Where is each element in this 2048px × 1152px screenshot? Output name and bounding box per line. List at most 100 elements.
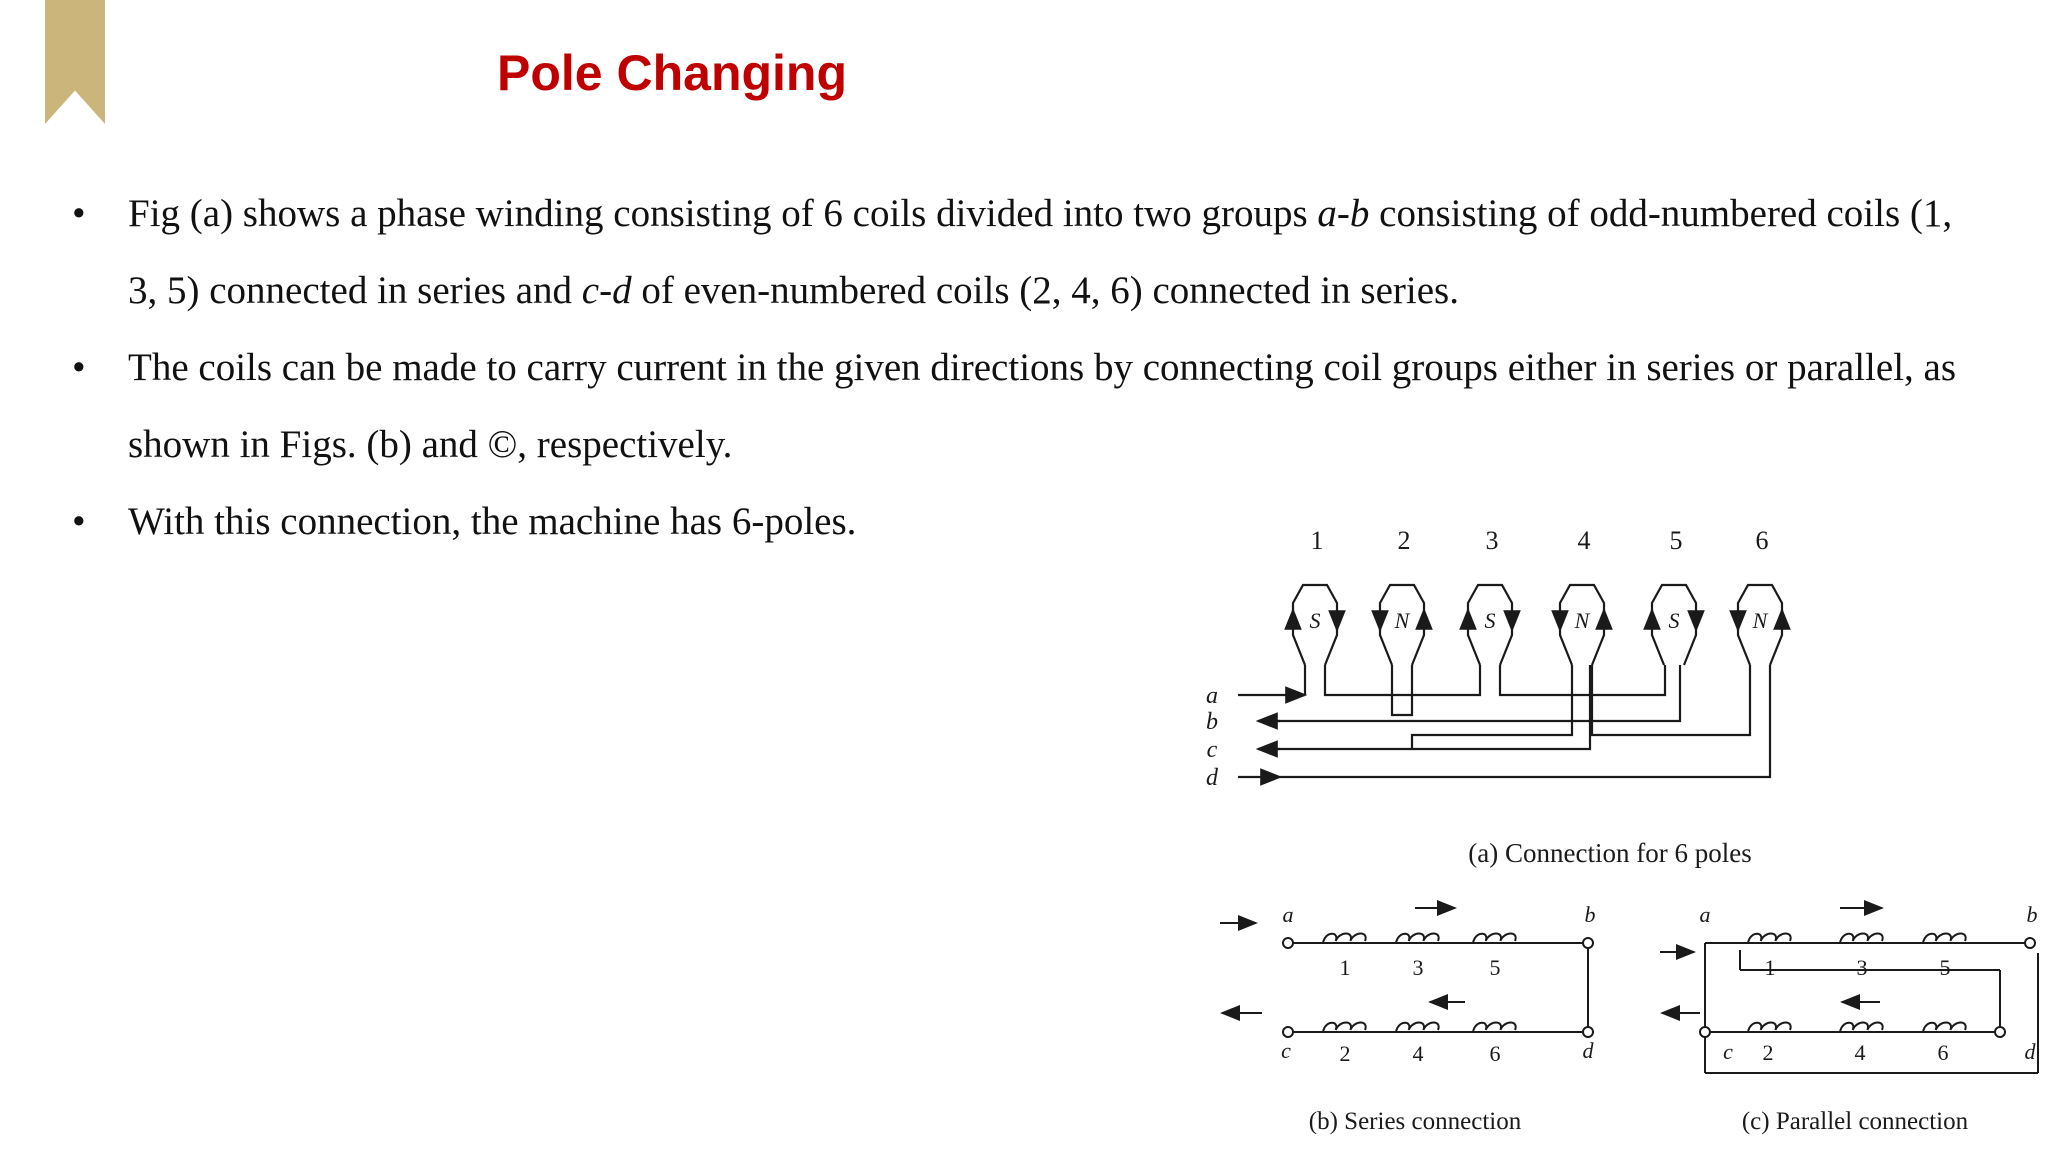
bullet-item: • The coils can be made to carry current… (70, 329, 1970, 483)
link-2 (1390, 665, 1414, 717)
terminal-label: d (1583, 1038, 1595, 1063)
bus-d (1280, 665, 1772, 779)
bullet-item: • Fig (a) shows a phase winding consisti… (70, 175, 1970, 329)
terminal-node (1282, 1026, 1294, 1038)
coil-number-label: 4 (1413, 1041, 1424, 1066)
terminal-label: d (2025, 1039, 2037, 1064)
coil-number-label: 6 (1490, 1041, 1501, 1066)
coil-number-label: 1 (1340, 955, 1351, 980)
coil-icon (1747, 1021, 1792, 1033)
coil-number-label: 6 (1756, 526, 1769, 555)
italic-term: c-d (581, 269, 632, 312)
bookmark-ribbon-icon (45, 0, 105, 124)
text-run: With this connection, the machine has 6-… (128, 500, 857, 543)
text-run: The coils can be made to carry current i… (128, 346, 1957, 466)
terminal-node (1994, 1026, 2006, 1038)
coil-number-label: 5 (1670, 526, 1683, 555)
pole-label: N (1752, 608, 1769, 633)
terminal-label: a (1206, 683, 1218, 709)
bullet-item: • With this connection, the machine has … (70, 483, 1970, 560)
coil-winding (1839, 932, 1884, 944)
terminal-label: c (1723, 1039, 1733, 1064)
bullet-text: With this connection, the machine has 6-… (128, 500, 856, 543)
coil-winding (1922, 932, 1967, 944)
slide-title: Pole Changing (497, 45, 847, 101)
coil-icon (1322, 932, 1367, 944)
coil-winding (1747, 1021, 1792, 1033)
coil-winding (1322, 1021, 1367, 1033)
pole-label: N (1394, 608, 1411, 633)
link-2-4 (1410, 665, 1574, 749)
coil-winding (1472, 932, 1517, 944)
bullet-text: Fig (a) shows a phase winding consisting… (128, 192, 1952, 312)
bullet-dot-icon: • (72, 346, 86, 389)
coil-number-label: 3 (1486, 526, 1499, 555)
terminal-label: a (1700, 902, 1711, 927)
coil-number-label: 6 (1938, 1040, 1949, 1065)
italic-term: a-b (1317, 192, 1370, 235)
coil-icon (1922, 1021, 1967, 1033)
bus-c (1260, 665, 1592, 751)
terminal-label: d (1206, 765, 1219, 791)
coil-number-label: 4 (1578, 526, 1591, 555)
coil-winding (1839, 1021, 1884, 1033)
text-run: consisting of odd-numbered coils (1, 3, … (128, 192, 1953, 312)
terminal-node (1699, 1026, 1711, 1038)
terminal-node (2024, 937, 2036, 949)
coil-number-label: 1 (1311, 526, 1324, 555)
coil-winding (1395, 1021, 1440, 1033)
coil-icon (1472, 1021, 1517, 1033)
caption-b: (b) Series connection (1309, 1108, 1522, 1135)
coil-icon (1395, 932, 1440, 944)
pole-label: N (1574, 608, 1591, 633)
coil-number-label: 3 (1413, 955, 1424, 980)
link-1-3 (1323, 665, 1482, 697)
coil-number-label: 2 (1398, 526, 1411, 555)
terminal-label: b (1585, 902, 1596, 927)
caption-a: (a) Connection for 6 poles (1468, 838, 1751, 868)
bullet-list: • Fig (a) shows a phase winding consisti… (70, 175, 1970, 560)
coil-winding (1747, 932, 1792, 944)
coil-winding (1395, 932, 1440, 944)
coil-winding (1472, 1021, 1517, 1033)
coil-winding (1922, 1021, 1967, 1033)
terminal-node (1582, 937, 1594, 949)
text-run: of even-numbered coils (2, 4, 6) connect… (631, 269, 1459, 312)
pole-label: S (1310, 608, 1321, 633)
terminal-label: c (1281, 1038, 1291, 1063)
link-4-6 (1590, 665, 1752, 737)
coil-number-label: 5 (1490, 955, 1501, 980)
terminal-label: c (1207, 737, 1218, 763)
coil-number-label: 2 (1340, 1041, 1351, 1066)
pole-label: S (1669, 608, 1680, 633)
bus-b (1260, 665, 1682, 723)
coil-number-label: 1 (1765, 955, 1776, 980)
link-3-5 (1498, 665, 1667, 697)
caption-c: (c) Parallel connection (1742, 1108, 1969, 1135)
coil-number-label: 3 (1857, 955, 1868, 980)
bullet-dot-icon: • (72, 500, 86, 543)
coil-number-label: 2 (1763, 1040, 1774, 1065)
pole-label: S (1485, 608, 1496, 633)
terminal-node (1582, 1026, 1594, 1038)
coil-icon (1839, 1021, 1884, 1033)
bullet-dot-icon: • (72, 192, 86, 235)
terminal-label: b (1206, 709, 1218, 735)
coil-winding (1322, 932, 1367, 944)
coil-icon (1747, 932, 1792, 944)
coil-number-label: 4 (1855, 1040, 1866, 1065)
terminal-label: a (1283, 902, 1294, 927)
fig-b-series-connection: a b c d 1 2 3 4 5 6 (b) Series connection (1220, 900, 1596, 1135)
coil-icon (1322, 1021, 1367, 1033)
text-run: Fig (a) shows a phase winding consisting… (128, 192, 1318, 235)
terminal-node (1282, 937, 1294, 949)
coil-icon (1839, 932, 1884, 944)
bullet-text: The coils can be made to carry current i… (128, 346, 1956, 466)
coil-icon (1922, 932, 1967, 944)
coil-icon (1395, 1021, 1440, 1033)
coil-number-label: 5 (1940, 955, 1951, 980)
coil-icon (1472, 932, 1517, 944)
